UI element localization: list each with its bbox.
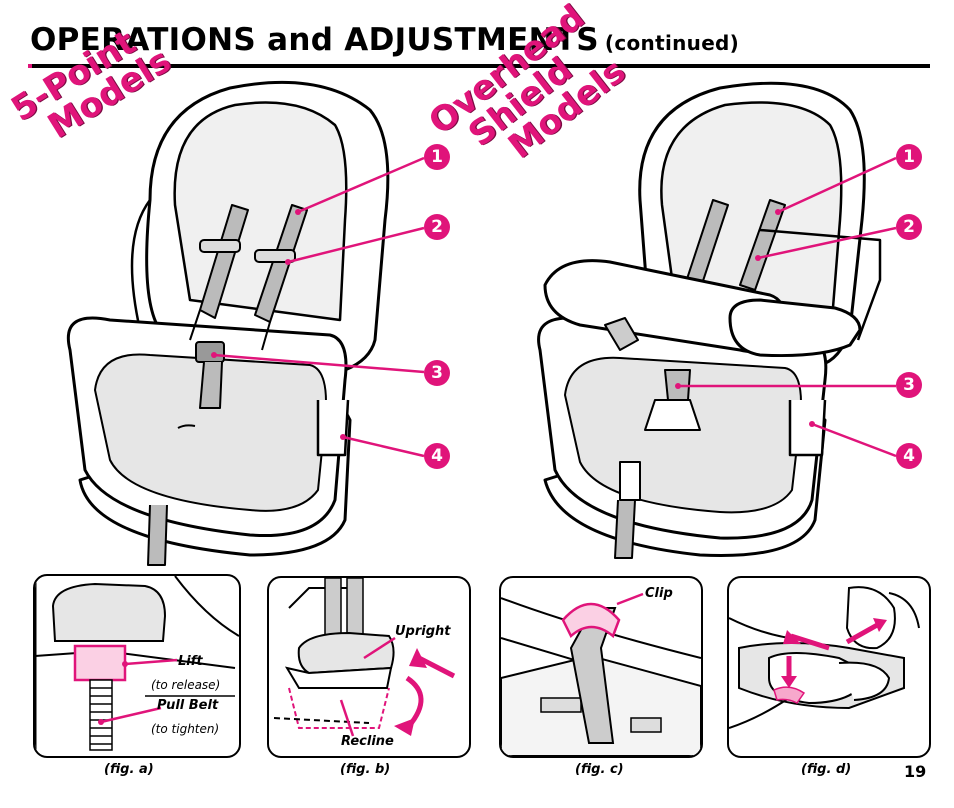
callout-3: 3 [424, 360, 450, 386]
upright-label: Upright [395, 624, 451, 639]
right-callout-leaders [678, 156, 897, 458]
five-point-seat-illustration [67, 80, 390, 566]
recline-handle-icon [273, 578, 456, 737]
callout-1: 1 [896, 144, 922, 170]
callout-1: 1 [424, 144, 450, 170]
overhead-shield-seat-illustration [537, 81, 882, 559]
clip-icon [501, 592, 701, 756]
header-rule-accent [28, 64, 32, 68]
figure-a: Lift (to release) Pull Belt (to tighten) [33, 574, 241, 758]
clip-label: Clip [645, 586, 673, 601]
right-callout-dots [675, 209, 815, 427]
callout-4: 4 [896, 443, 922, 469]
harness-adjuster-icon [35, 576, 239, 756]
header-rule [28, 64, 930, 68]
page-number: 19 [904, 762, 927, 781]
lift-label: Lift [178, 654, 203, 669]
pull-belt-note: (to tighten) [151, 722, 220, 736]
callout-2: 2 [896, 214, 922, 240]
left-callout-dots [211, 209, 346, 440]
figure-d-caption: (fig. d) [801, 762, 852, 777]
recline-label: Recline [341, 734, 394, 749]
page-title: OPERATIONS and ADJUSTMENTS(continued) [30, 22, 739, 58]
title-text: OPERATIONS and ADJUSTMENTS [30, 22, 599, 58]
callout-3: 3 [896, 372, 922, 398]
left-callout-leaders [213, 156, 425, 458]
callout-2: 2 [424, 214, 450, 240]
figure-b: Upright Recline [267, 576, 471, 758]
callout-4: 4 [424, 443, 450, 469]
figure-c-caption: (fig. c) [575, 762, 624, 777]
title-continued: (continued) [604, 31, 740, 55]
figure-b-caption: (fig. b) [340, 762, 391, 777]
figure-a-caption: (fig. a) [104, 762, 154, 777]
shield-adjust-icon [729, 586, 920, 729]
figure-d [727, 576, 931, 758]
pull-belt-label: Pull Belt [157, 698, 219, 713]
figure-c: Clip [499, 576, 703, 758]
lift-note: (to release) [151, 678, 221, 692]
